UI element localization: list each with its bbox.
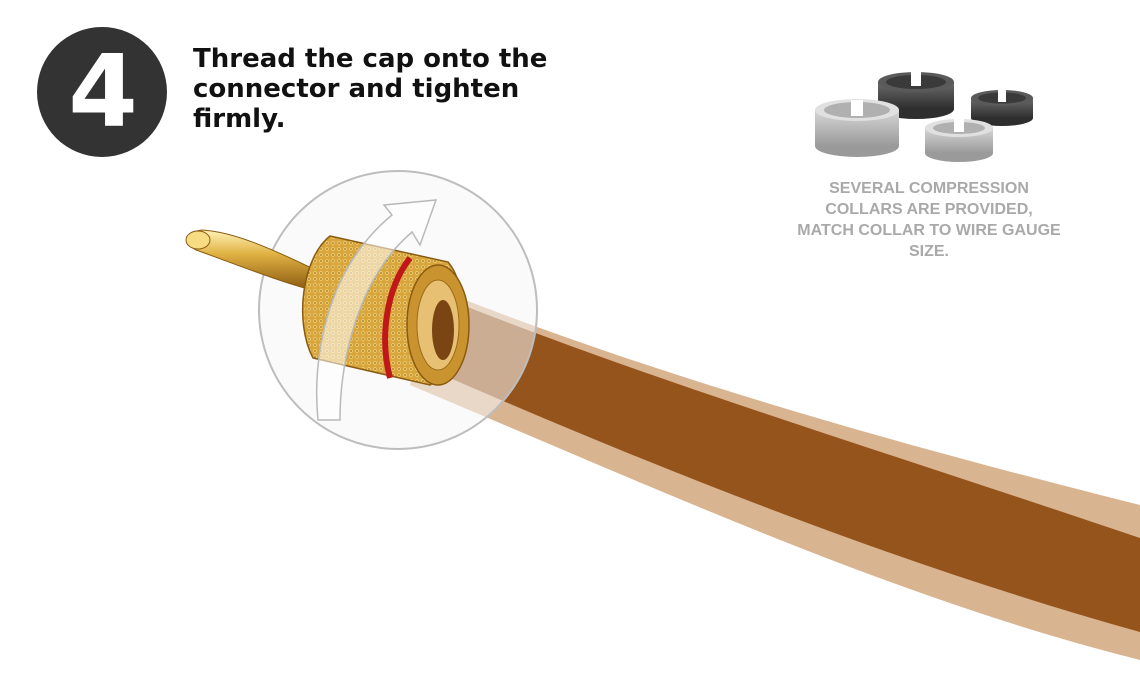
step-instruction: Thread the cap onto the connector and ti… [193,44,548,134]
cap-bore [432,300,454,360]
wire-core [420,300,1140,632]
rotate-arrow-icon [315,199,438,421]
step-number-badge: 4 [37,27,167,157]
compression-collars [815,72,1033,162]
banana-pin [185,229,321,291]
step-number: 4 [68,33,138,150]
red-ring [382,256,413,379]
collar-note: SEVERAL COMPRESSION COLLARS ARE PROVIDED… [797,180,1061,260]
collar-light-large [815,99,899,157]
speaker-wire [410,290,1140,660]
collar-light-small [925,119,993,162]
collar-dark-small [971,90,1033,126]
